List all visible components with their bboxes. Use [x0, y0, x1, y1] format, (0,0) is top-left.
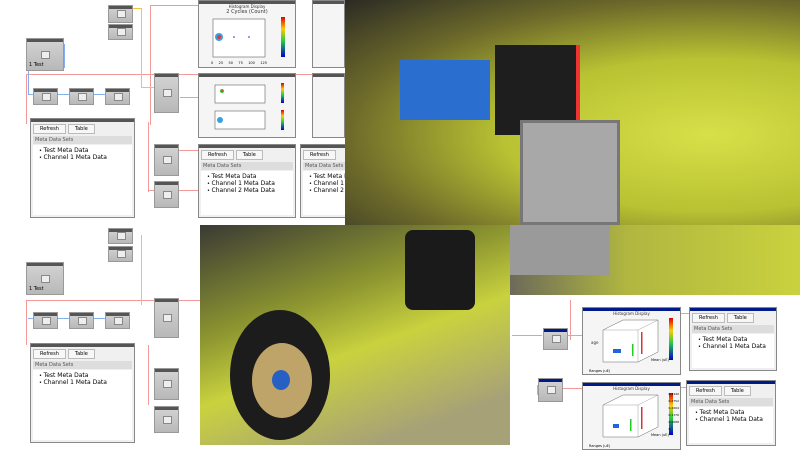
list-item[interactable]: Channel 1 Meta Data	[695, 416, 767, 423]
source-block[interactable]	[108, 5, 133, 23]
meta-data-header: Meta Data Sets	[689, 398, 773, 406]
filter-block[interactable]	[33, 88, 58, 105]
stats-block[interactable]	[69, 88, 94, 105]
x-tick: 100	[248, 61, 255, 65]
scatter-plot	[212, 17, 285, 58]
channel-block[interactable]	[543, 328, 568, 350]
channel-block[interactable]	[538, 378, 563, 402]
histogram-display[interactable]	[312, 0, 345, 68]
merge-block[interactable]	[154, 73, 179, 113]
merge-block[interactable]	[154, 298, 179, 338]
refresh-button[interactable]: Refresh	[689, 386, 722, 396]
table-button[interactable]: Table	[67, 349, 95, 359]
car-suspension-photo	[200, 225, 510, 445]
list-item[interactable]: Test Meta Data	[695, 409, 767, 416]
channel-block[interactable]	[154, 144, 179, 176]
histogram-display[interactable]	[312, 73, 345, 138]
list-item[interactable]: Test Meta Data	[698, 336, 768, 343]
histogram-display[interactable]	[198, 73, 296, 138]
test-label: 1 Test	[29, 286, 44, 292]
list-item[interactable]: Channel 1 Meta Data	[309, 180, 349, 187]
list-item[interactable]: Channel 1 Meta Data	[39, 379, 126, 386]
source-block[interactable]	[108, 228, 133, 244]
channel-block[interactable]	[154, 406, 179, 433]
histogram-title: Histogram Display	[613, 386, 650, 391]
mean-axis-label: Mean (uE)	[651, 433, 669, 437]
x-tick: 125	[260, 61, 267, 65]
test-block[interactable]: 1 Test	[26, 262, 64, 295]
list-item[interactable]: Channel 1 Meta Data	[39, 154, 126, 161]
histogram-3d-display[interactable]: Histogram Display Ranges (uE) Mean (uE) …	[582, 382, 681, 450]
strip-plots	[214, 83, 284, 130]
table-button[interactable]: Table	[723, 386, 751, 396]
x-tick: 25	[218, 61, 224, 65]
histogram-subtitle: 2 Cycles (Count)	[226, 9, 268, 15]
histogram-title: Histogram Display	[613, 311, 650, 316]
x-axis-label: Ranges (uE)	[589, 444, 611, 448]
histogram-display[interactable]: Histogram Display 2 Cycles (Count) 0 25 50…	[198, 0, 296, 68]
list-item[interactable]: Channel 2 Meta Data	[207, 187, 287, 194]
list-item[interactable]: Test Meta Data	[39, 147, 126, 154]
list-item[interactable]: Channel 2 Meta Data	[309, 187, 349, 194]
histogram-3d-plot: age	[591, 318, 673, 363]
list-item[interactable]: Test Meta Data	[207, 173, 287, 180]
refresh-button[interactable]: Refresh	[33, 124, 66, 134]
meta-data-header: Meta Data Sets	[303, 162, 347, 170]
car-interior-photo-lower	[510, 225, 800, 295]
analysis-block[interactable]	[105, 88, 130, 105]
list-item[interactable]: Test Meta Data	[39, 372, 126, 379]
channel-block[interactable]	[154, 368, 179, 400]
histogram-3d-display[interactable]: Histogram Display age Ranges (uE) Mean (…	[582, 307, 681, 375]
x-tick: 75	[238, 61, 243, 65]
histogram-3d-plot	[602, 393, 673, 438]
refresh-button[interactable]: Refresh	[33, 349, 66, 359]
x-axis-label: Ranges (uE)	[589, 369, 611, 373]
x-tick: 50	[228, 61, 233, 65]
refresh-button[interactable]: Refresh	[303, 150, 336, 160]
x-tick: 0	[211, 61, 214, 65]
meta-data-panel: Refresh Meta Data Sets Test Meta DataCha…	[300, 144, 350, 218]
list-item[interactable]: Channel 1 Meta Data	[698, 343, 768, 350]
filter-block[interactable]	[33, 312, 58, 329]
histogram-title: Histogram Display	[228, 4, 266, 9]
source-block[interactable]	[108, 246, 133, 262]
car-interior-photo	[345, 0, 800, 225]
analysis-block[interactable]	[105, 312, 130, 329]
stats-block[interactable]	[69, 312, 94, 329]
table-button[interactable]: Table	[726, 313, 754, 323]
list-item[interactable]: Test Meta Data	[309, 173, 349, 180]
table-button[interactable]: Table	[67, 124, 95, 134]
meta-data-header: Meta Data Sets	[33, 361, 132, 369]
meta-data-header: Meta Data Sets	[33, 136, 132, 144]
table-button[interactable]: Table	[235, 150, 263, 160]
y-axis-label: age	[591, 340, 599, 345]
source-block[interactable]	[108, 24, 133, 40]
list-item[interactable]: Channel 1 Meta Data	[207, 180, 287, 187]
test-label: 1 Test	[29, 62, 44, 68]
test-block[interactable]: 1 Test	[26, 38, 64, 71]
mean-axis-label: Mean (uE)	[651, 358, 669, 362]
channel-block[interactable]	[154, 181, 179, 208]
refresh-button[interactable]: Refresh	[692, 313, 725, 323]
refresh-button[interactable]: Refresh	[201, 150, 234, 160]
meta-data-header: Meta Data Sets	[201, 162, 293, 170]
meta-data-header: Meta Data Sets	[692, 325, 774, 333]
